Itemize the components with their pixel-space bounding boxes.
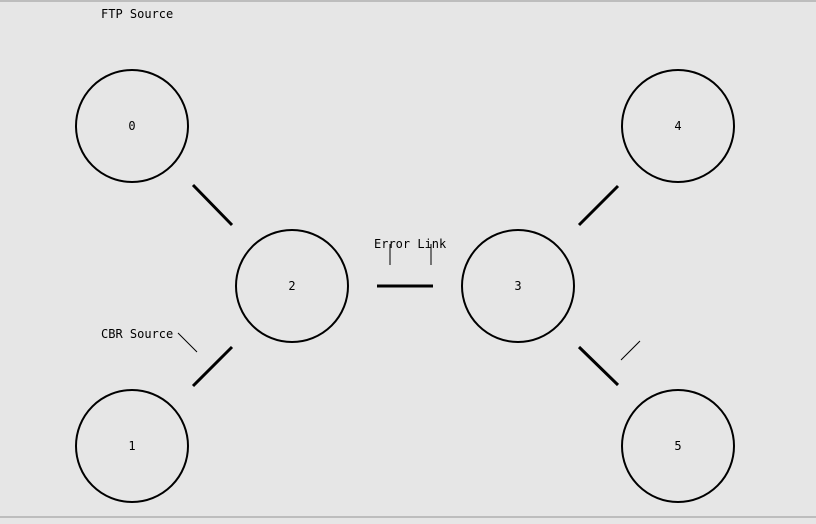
node-4-circle [621, 69, 735, 183]
node-4-label: 4 [674, 119, 681, 133]
link-3-4 [577, 184, 620, 227]
ftp-source-annotation: FTP Source [101, 7, 173, 21]
node-1-circle [75, 389, 189, 503]
node-3-circle [461, 229, 575, 343]
node-3-label: 3 [514, 279, 521, 293]
link-0-2 [191, 183, 234, 227]
link-1-2 [191, 345, 234, 388]
node-5-label: 5 [674, 439, 681, 453]
node-2-circle [235, 229, 349, 343]
node-3[interactable]: 3 [461, 229, 575, 343]
error-link-annotation: Error Link [374, 237, 447, 251]
node-0-circle [75, 69, 189, 183]
cbr-source-annotation: CBR Source [101, 327, 173, 341]
link-3-5 [577, 345, 620, 387]
node-0[interactable]: 0 [75, 69, 189, 183]
node-1[interactable]: 1 [75, 389, 189, 503]
node-1-label: 1 [128, 439, 135, 453]
node-2[interactable]: 2 [235, 229, 349, 343]
node-0-label: 0 [128, 119, 135, 133]
queue-marker [620, 340, 641, 361]
node-4[interactable]: 4 [621, 69, 735, 183]
node-5-circle [621, 389, 735, 503]
node-5[interactable]: 5 [621, 389, 735, 503]
cbr-source-pointer [177, 332, 198, 353]
node-2-label: 2 [288, 279, 295, 293]
